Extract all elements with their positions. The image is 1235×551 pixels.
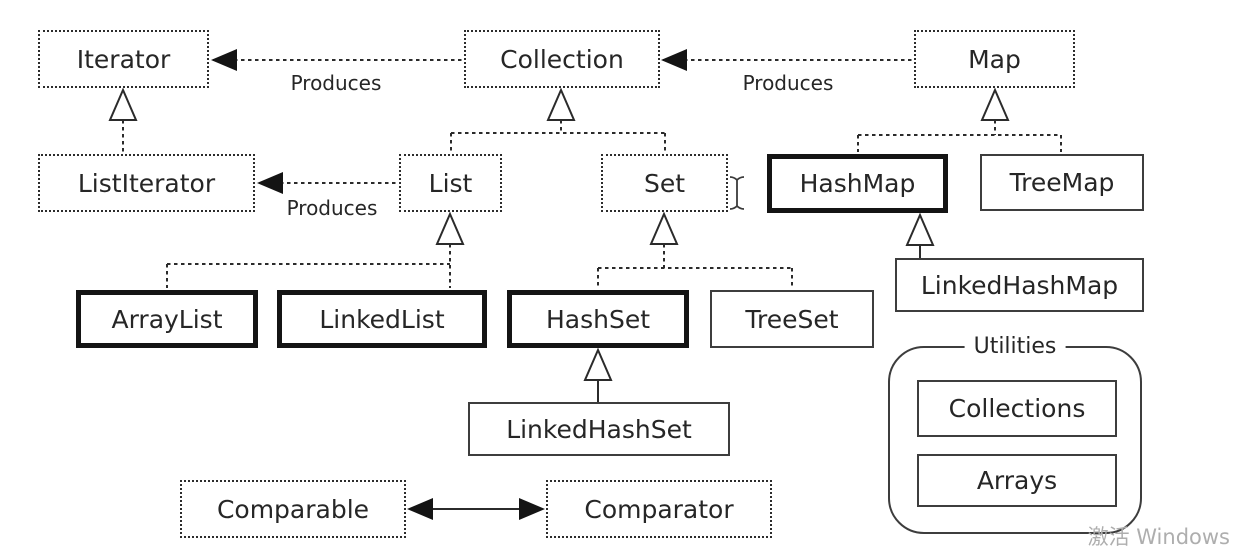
produces-arrowhead-icon bbox=[211, 49, 237, 71]
node-linkedlist: LinkedList bbox=[277, 290, 487, 348]
node-treeset: TreeSet bbox=[710, 290, 874, 348]
produces-label: Produces bbox=[742, 71, 834, 95]
produces-arrowhead-icon bbox=[661, 49, 687, 71]
utilities-group: Utilities bbox=[888, 334, 1142, 534]
generalization-triangle-icon bbox=[546, 87, 576, 121]
node-hashmap: HashMap bbox=[767, 154, 948, 213]
generalization-triangle-icon bbox=[108, 87, 138, 121]
generalization-triangle-icon bbox=[649, 211, 679, 245]
node-hashset: HashSet bbox=[507, 290, 689, 348]
generalization-triangle-icon bbox=[583, 347, 613, 381]
node-linkedhashset: LinkedHashSet bbox=[468, 402, 730, 456]
node-list: List bbox=[399, 154, 502, 212]
activate-windows-watermark: 激活 Windows bbox=[1087, 525, 1230, 549]
node-iterator: Iterator bbox=[38, 30, 209, 88]
generalization-triangle-icon bbox=[905, 212, 935, 246]
text-cursor-icon bbox=[729, 176, 745, 210]
node-collections: Collections bbox=[917, 380, 1117, 437]
node-listiterator: ListIterator bbox=[38, 154, 255, 212]
node-treemap: TreeMap bbox=[980, 154, 1144, 211]
arrowhead-right-icon bbox=[519, 498, 545, 520]
node-comparator: Comparator bbox=[546, 480, 772, 538]
node-comparable: Comparable bbox=[180, 480, 406, 538]
node-collection: Collection bbox=[464, 30, 660, 88]
generalization-triangle-icon bbox=[980, 87, 1010, 121]
node-set: Set bbox=[601, 154, 728, 212]
node-arraylist: ArrayList bbox=[76, 290, 258, 348]
produces-arrowhead-icon bbox=[257, 172, 283, 194]
utilities-group-label: Utilities bbox=[964, 334, 1066, 359]
node-linkedhashmap: LinkedHashMap bbox=[895, 258, 1144, 312]
node-map: Map bbox=[914, 30, 1075, 88]
node-arrays: Arrays bbox=[917, 454, 1117, 507]
generalization-triangle-icon bbox=[435, 211, 465, 245]
produces-label: Produces bbox=[290, 71, 382, 95]
arrowhead-left-icon bbox=[407, 498, 433, 520]
produces-label: Produces bbox=[286, 196, 378, 220]
